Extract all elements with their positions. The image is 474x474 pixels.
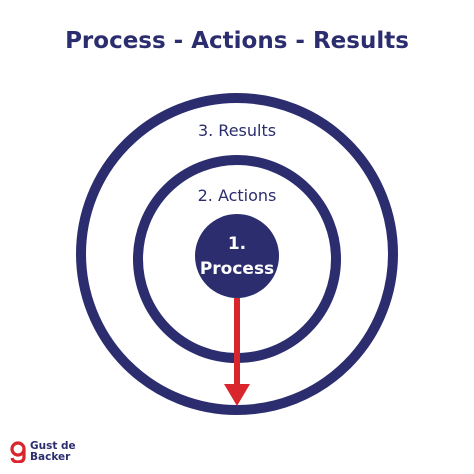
- outer-ring-results: [76, 93, 398, 415]
- brand-logo: Gust de Backer: [10, 441, 76, 463]
- inner-circle-process: [195, 214, 279, 298]
- process-number-label: 1.: [228, 234, 246, 254]
- diagram-title: Process - Actions - Results: [65, 28, 409, 54]
- results-label: 3. Results: [198, 121, 276, 140]
- brand-name: Gust de Backer: [30, 441, 76, 463]
- process-label: Process: [200, 259, 274, 279]
- actions-label: 2. Actions: [198, 186, 277, 205]
- arrow-head: [224, 384, 250, 406]
- brand-name-line2: Backer: [30, 451, 71, 463]
- brand-g-icon: [10, 441, 26, 463]
- brand-name-line1: Gust de: [30, 440, 76, 452]
